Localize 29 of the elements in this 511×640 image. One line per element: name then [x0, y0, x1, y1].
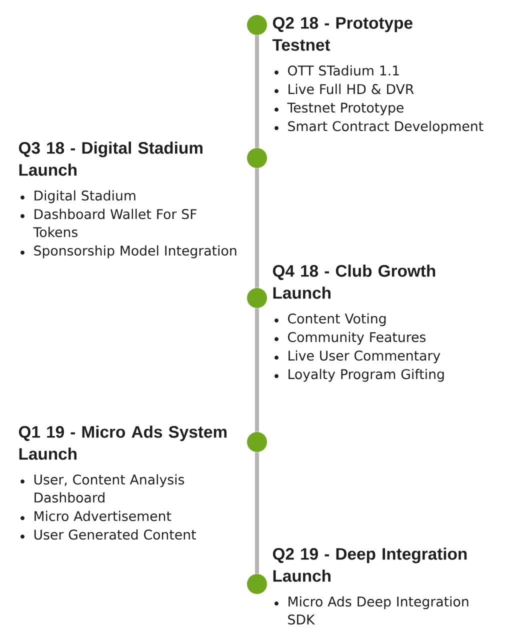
list-item: Dashboard Wallet For SF Tokens: [33, 208, 196, 238]
list-item: Micro Ads Deep Integration SDK: [288, 596, 468, 625]
timeline-line: [255, 452, 259, 574]
timeline-line: [255, 35, 259, 148]
list-item: Testnet Prototype: [287, 102, 404, 116]
list-item: Digital Stadium: [34, 190, 136, 204]
list-item: Live Full HD & DVR: [288, 84, 414, 94]
milestone-heading: Q1 19 - Micro Ads System Launch: [18, 426, 227, 460]
list-item: Content Voting: [288, 313, 386, 326]
timeline-dot: [247, 288, 267, 308]
list-item: OTT STadium 1.1: [288, 65, 399, 76]
milestone-heading: Q4 18 - Club Growth Launch: [272, 264, 436, 299]
list-item: User, Content Analysis Dashboard: [34, 474, 184, 503]
milestone-heading: Q2 19 - Deep Integration Launch: [272, 548, 467, 582]
timeline-line: [255, 168, 259, 288]
milestone-heading: Q3 18 - Digital Stadium Launch: [18, 142, 202, 176]
timeline-dot: [247, 574, 267, 594]
timeline-dot: [247, 15, 267, 36]
milestone-heading: Q2 18 - Prototype Testnet: [272, 17, 412, 51]
list-item: User Generated Content: [34, 529, 196, 540]
list-item: Community Features: [288, 332, 426, 345]
list-item: Sponsorship Model Integration: [34, 245, 236, 258]
list-item: Micro Advertisement: [34, 510, 172, 522]
list-item: Loyalty Program Gifting: [288, 368, 444, 382]
timeline-dot: [247, 432, 267, 452]
list-item: Smart Contract Development: [288, 120, 484, 134]
timeline-dot: [247, 148, 267, 168]
list-item: Live User Commentary: [288, 350, 440, 364]
timeline-line: [255, 308, 259, 432]
